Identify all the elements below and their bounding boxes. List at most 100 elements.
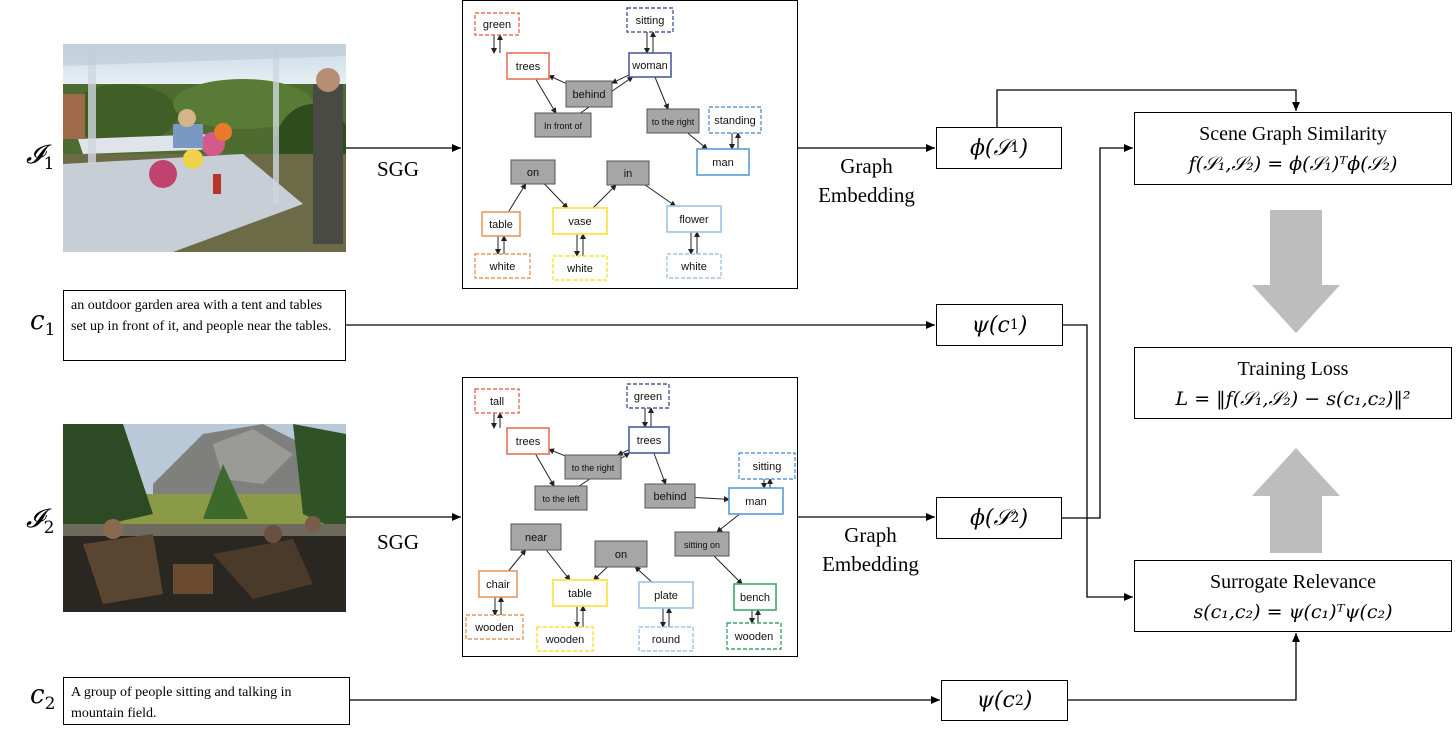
sg-node-trees1: trees — [506, 427, 550, 455]
sg-node-label: man — [712, 157, 733, 169]
sg-node-chair: chair — [478, 570, 518, 598]
caption-2-box: A group of people sitting and talking in… — [63, 677, 350, 725]
sg-node-label: plate — [654, 590, 678, 602]
sg-node-label: on — [615, 549, 627, 561]
sg-node-white3: white — [666, 253, 722, 279]
sg-node-label: behind — [572, 89, 605, 101]
sg-node-plate: plate — [638, 581, 694, 609]
garden-photo — [63, 44, 346, 252]
phi1-to-similarity — [996, 89, 1300, 127]
sg-node-totheright: to the right — [564, 454, 622, 480]
sg-node-totheleft: to the left — [534, 485, 588, 511]
relation-edge — [713, 555, 743, 585]
sg-node-label: chair — [486, 579, 510, 591]
relation-edge — [535, 453, 555, 487]
mountain-photo — [63, 424, 346, 612]
sg-node-label: wooden — [474, 622, 514, 634]
sg-node-near: near — [510, 523, 562, 551]
scene-graph-panel-1: green trees sitting woman behind In front of t… — [462, 0, 798, 289]
relation-edge — [616, 449, 630, 456]
scene-graph-panel-2: tall trees green trees to the right to the le… — [462, 377, 798, 657]
relation-edge — [644, 184, 677, 207]
sg-node-label: table — [489, 219, 513, 231]
up-gray-arrow — [1252, 448, 1340, 553]
sg-node-on: on — [594, 540, 648, 568]
caption-1-box: an outdoor garden area with a tent and t… — [63, 290, 346, 361]
sg-node-label: bench — [740, 592, 770, 604]
image-2-symbol: 𝓘2 — [26, 504, 55, 539]
phi2-to-similarity — [1062, 144, 1133, 519]
relation-edge — [545, 549, 571, 581]
sg-node-label: trees — [516, 436, 541, 448]
relation-edge — [716, 513, 740, 533]
sg-node-infrontof: In front of — [534, 112, 592, 138]
image-1-symbol: 𝓘1 — [26, 140, 55, 175]
relation-edge — [592, 184, 617, 209]
sg-node-sitting: sitting — [738, 452, 796, 480]
sg-node-behind: behind — [644, 483, 696, 509]
sg-node-white1: white — [474, 253, 531, 279]
sg-node-label: white — [489, 261, 516, 273]
sg-node-label: vase — [568, 216, 591, 228]
relation-edge — [548, 74, 567, 84]
caption-2-symbol: c2 — [30, 680, 56, 715]
sg-node-label: man — [745, 496, 766, 508]
sg-node-label: green — [634, 391, 662, 403]
sg-node-man: man — [728, 487, 784, 515]
caption-2-text: A group of people sitting and talking in… — [71, 685, 292, 721]
sg-node-totheright: to the right — [646, 108, 700, 134]
sg-node-flower: flower — [666, 205, 722, 233]
sgg-label-2: SGG — [376, 530, 419, 554]
sg-node-label: sitting on — [684, 540, 720, 550]
sg-node-label: trees — [637, 435, 662, 447]
sgg-label-1: SGG — [376, 157, 419, 181]
sg-node-label: tall — [490, 396, 504, 408]
loss-formula: L = ‖f(𝒮₁,𝒮₂) − s(c₁,c₂)‖² — [1175, 388, 1411, 410]
sg-node-table: table — [481, 211, 521, 237]
sg-node-wooden1: wooden — [465, 614, 524, 640]
sg-node-label: near — [525, 532, 547, 544]
sg-node-label: behind — [653, 491, 686, 503]
sg-node-label: on — [527, 167, 539, 179]
relation-edge — [508, 549, 527, 572]
sg-node-sitting: sitting — [626, 7, 674, 33]
sg-node-white2: white — [552, 255, 608, 281]
sg-node-label: sitting — [753, 461, 782, 473]
sg-node-label: to the right — [572, 463, 615, 473]
sg-node-label: table — [568, 588, 592, 600]
sg-node-tall: tall — [474, 388, 520, 414]
training-loss-box: Training Loss L = ‖f(𝒮₁,𝒮₂) − s(c₁,c₂)‖² — [1134, 347, 1452, 419]
sg-node-in: in — [606, 160, 650, 186]
sg-node-label: to the right — [652, 117, 695, 127]
relation-edge — [687, 132, 708, 150]
relation-edge — [544, 183, 569, 209]
sg-node-label: green — [483, 19, 511, 31]
sg-node-label: to the left — [542, 494, 580, 504]
relation-edge — [694, 496, 730, 503]
caption-1-symbol: c1 — [30, 306, 56, 341]
sg-node-label: wooden — [734, 631, 774, 643]
psi1-to-relevance — [1063, 324, 1133, 601]
relation-edge — [535, 78, 557, 114]
sg-node-trees2: trees — [628, 426, 670, 454]
sg-node-wooden2: wooden — [536, 626, 594, 652]
sg-node-label: white — [680, 261, 707, 273]
relation-edge — [507, 183, 527, 213]
sg-node-label: In front of — [544, 121, 583, 131]
sg-node-label: wooden — [545, 634, 585, 646]
sg-node-label: woman — [631, 60, 667, 72]
sg-node-table: table — [552, 579, 608, 607]
sg-node-label: trees — [516, 61, 541, 73]
sg-node-label: flower — [679, 214, 709, 226]
relation-edge — [592, 566, 608, 581]
sg-node-behind: behind — [565, 80, 613, 108]
sg-node-on: on — [510, 159, 556, 185]
sg-node-vase: vase — [552, 207, 608, 235]
sg-node-man: man — [696, 148, 750, 176]
